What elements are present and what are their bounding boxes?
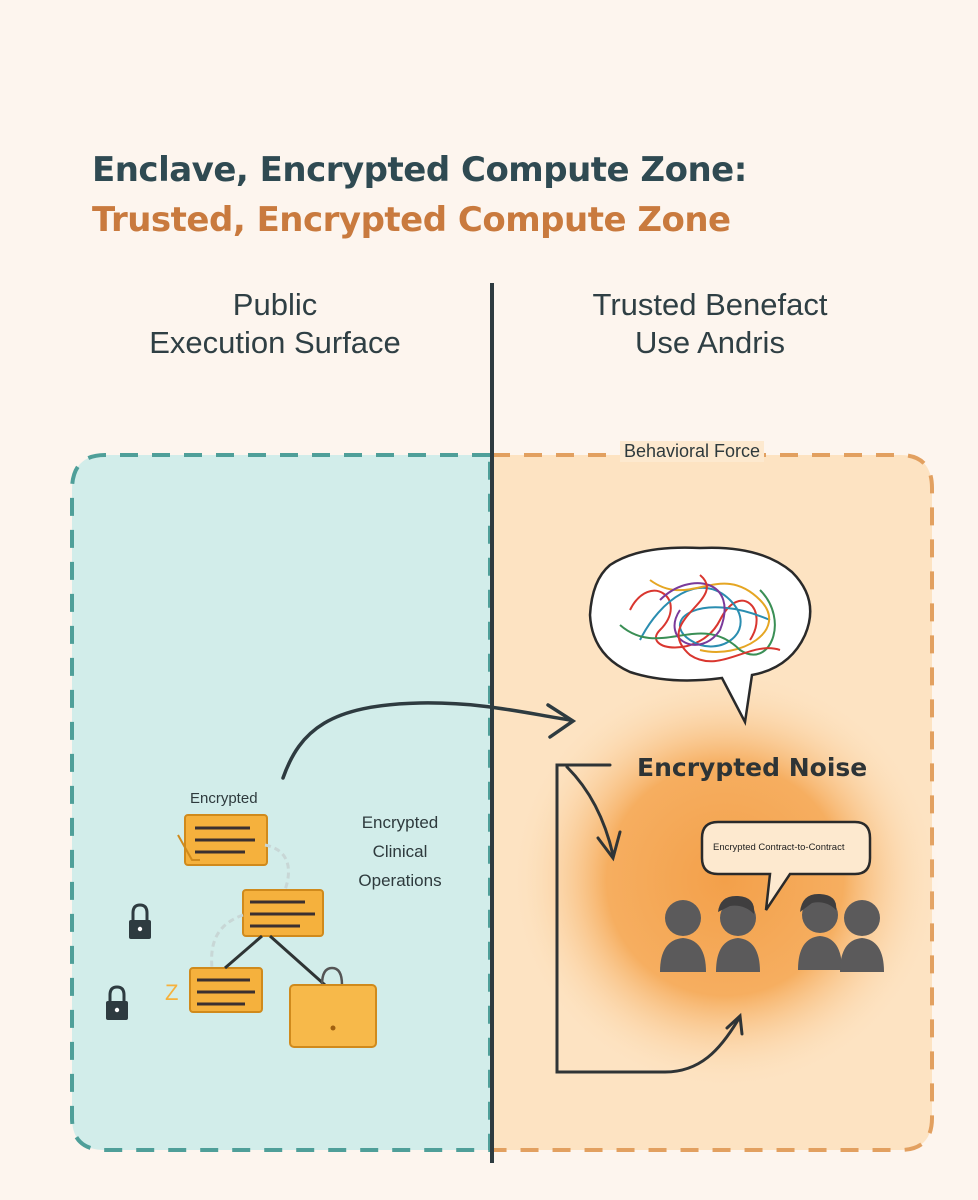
clinical-operations-label: Encrypted Clinical Operations <box>340 808 460 895</box>
heading-line: Public <box>232 287 318 322</box>
lock-icon <box>106 985 128 1020</box>
briefcase-icon <box>289 966 377 1048</box>
svg-text:Z: Z <box>165 980 178 1005</box>
label-line: Clinical <box>372 842 428 861</box>
person-icon <box>716 895 760 972</box>
noise-glow <box>510 670 940 1090</box>
diagram-subtitle: Trusted, Encrypted Compute Zone <box>92 200 731 240</box>
connector-lines <box>210 843 326 987</box>
person-icon <box>798 893 842 970</box>
encrypted-folder-icon: Z <box>165 967 263 1013</box>
person-icon <box>840 900 884 972</box>
person-icon <box>660 900 706 972</box>
label-line: Encrypted <box>361 813 439 832</box>
diagram-title: Enclave, Encrypted Compute Zone: <box>92 150 747 190</box>
heading-line: Use Andris <box>635 325 785 360</box>
flow-bracket <box>555 763 744 1074</box>
arrow-icon <box>281 701 577 780</box>
lock-icon <box>129 903 151 939</box>
encrypted-noise-label: Encrypted Noise <box>637 753 868 782</box>
heading-line: Trusted Benefact <box>592 287 828 322</box>
thought-bubble-icon <box>588 546 812 726</box>
public-zone <box>70 453 492 1152</box>
public-column-heading: Public Execution Surface <box>100 286 450 362</box>
speech-bubble-label: Encrypted Contract-to-Contract <box>713 842 845 853</box>
encrypted-folder-icon <box>242 889 324 937</box>
encrypted-label: Encrypted <box>190 790 258 807</box>
trusted-column-heading: Trusted Benefact Use Andris <box>540 286 880 362</box>
heading-line: Execution Surface <box>149 325 401 360</box>
behavioral-force-label: Behavioral Force <box>620 441 765 462</box>
encrypted-folder-icon <box>177 814 268 866</box>
speech-bubble-icon <box>700 820 872 911</box>
label-line: Operations <box>358 871 442 890</box>
